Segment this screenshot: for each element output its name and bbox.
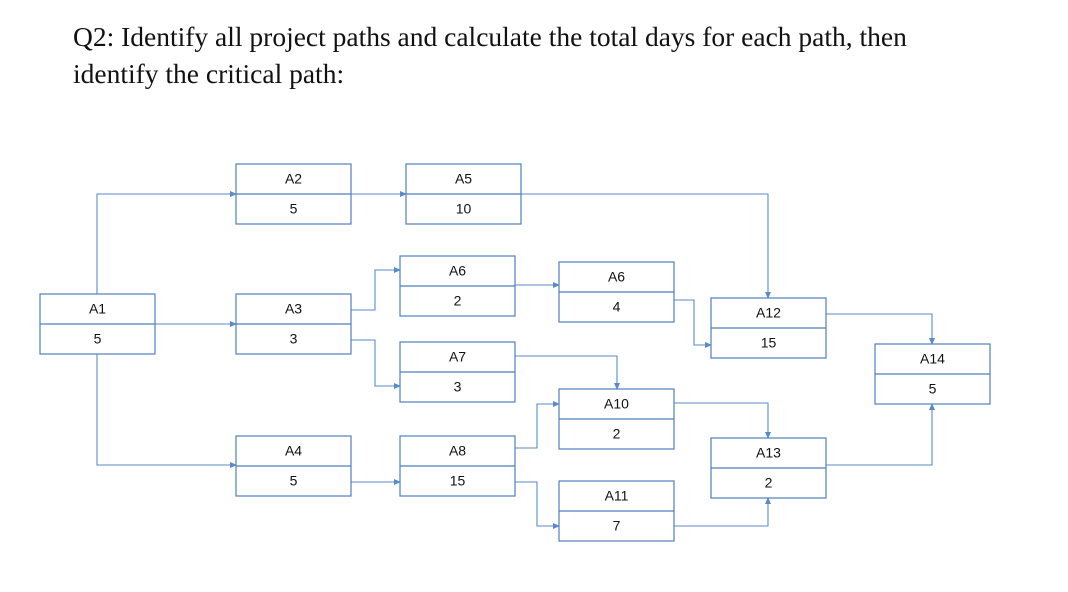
question-line-2: identify the critical path: xyxy=(73,58,345,89)
arrow-a12-to-a14 xyxy=(826,313,935,345)
activity-name: A4 xyxy=(285,443,302,459)
arrow-a10-to-a13 xyxy=(674,402,771,439)
arrow-a7-to-a10 xyxy=(515,355,620,390)
activity-duration: 3 xyxy=(290,331,298,347)
activity-name: A5 xyxy=(455,171,472,187)
activity-name: A11 xyxy=(605,488,629,504)
activity-duration: 10 xyxy=(456,201,472,217)
activity-name: A8 xyxy=(449,443,466,459)
activity-name: A6 xyxy=(449,263,466,279)
activity-box-a4: A4 5 xyxy=(235,435,352,497)
arrow-a3-to-a7 xyxy=(351,339,401,389)
arrow-a13-to-a14 xyxy=(826,403,935,466)
activity-box-a1: A1 5 xyxy=(39,293,156,355)
activity-duration: 5 xyxy=(290,473,298,489)
arrow-a1-to-a4 xyxy=(96,354,237,468)
activity-box-a13: A13 2 xyxy=(710,437,827,499)
activity-box-a11: A11 7 xyxy=(558,480,675,542)
arrow-a1-to-a2 xyxy=(96,191,237,294)
activity-name: A13 xyxy=(756,445,781,461)
activity-duration: 5 xyxy=(94,331,102,347)
activity-name: A3 xyxy=(285,301,302,317)
activity-box-a7: A7 3 xyxy=(399,341,516,403)
arrow-a8-to-a11 xyxy=(515,481,560,529)
activity-duration: 2 xyxy=(454,293,462,309)
activity-box-a2: A2 5 xyxy=(235,163,352,225)
activity-name: A14 xyxy=(920,351,945,367)
activity-box-a14: A14 5 xyxy=(874,343,991,405)
activity-box-a6b: A6 4 xyxy=(558,261,675,323)
arrow-a8-to-a10 xyxy=(515,401,560,449)
activity-name: A12 xyxy=(756,305,781,321)
activity-box-a10: A10 2 xyxy=(558,388,675,450)
activity-duration: 5 xyxy=(929,381,937,397)
arrow-a6b-to-a12 xyxy=(674,299,712,348)
activity-name: A10 xyxy=(604,396,629,412)
activity-name: A2 xyxy=(285,171,302,187)
edges-layer xyxy=(96,191,935,529)
activity-name: A6 xyxy=(608,269,625,285)
arrow-a11-to-a13 xyxy=(674,497,771,527)
activity-duration: 4 xyxy=(613,299,621,315)
question-line-1: Q2: Identify all project paths and calcu… xyxy=(73,21,907,52)
activity-box-a3: A3 3 xyxy=(235,293,352,355)
question-text: Q2: Identify all project paths and calcu… xyxy=(73,18,1033,92)
activity-duration: 5 xyxy=(290,201,298,217)
activity-duration: 15 xyxy=(761,335,777,351)
arrow-a3-to-a6a xyxy=(351,267,401,311)
activity-duration: 7 xyxy=(613,518,621,534)
activity-duration: 3 xyxy=(454,379,462,395)
activity-box-a6a: A6 2 xyxy=(399,255,516,317)
activity-box-a12: A12 15 xyxy=(710,297,827,359)
activity-box-a8: A8 15 xyxy=(399,435,516,497)
activity-duration: 2 xyxy=(765,475,773,491)
activity-duration: 15 xyxy=(450,473,466,489)
nodes-layer: A15A25A33A45A510A62A73A815A64A102A117A12… xyxy=(39,163,991,542)
activity-duration: 2 xyxy=(613,426,621,442)
arrow-a5-to-a12 xyxy=(521,193,771,299)
activity-box-a5: A5 10 xyxy=(405,163,522,225)
activity-name: A1 xyxy=(89,301,106,317)
activity-name: A7 xyxy=(449,349,466,365)
